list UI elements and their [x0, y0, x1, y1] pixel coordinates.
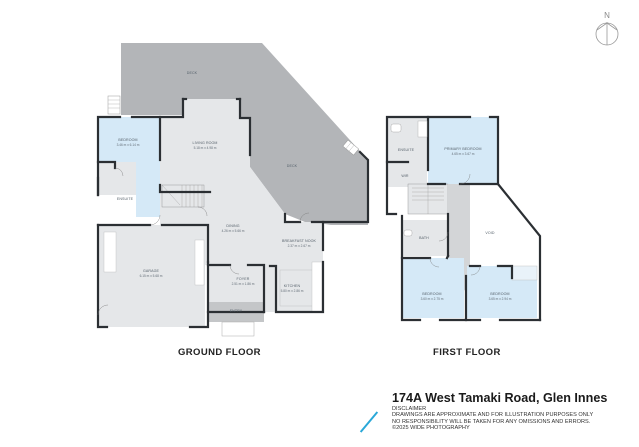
room-label-bedroom-right: BEDROOM	[490, 292, 509, 296]
first-floor-title: FIRST FLOOR	[433, 347, 501, 358]
north-arrow-icon: N	[595, 11, 619, 46]
ensuite-ground	[98, 162, 136, 195]
first-floor-plan: ENSUITE PRIMARY BEDROOM 4.65 m x 3.67 m …	[385, 115, 542, 322]
room-label-entry: ENTRY	[230, 309, 243, 313]
room-dims-breakfast-nook: 2.37 m x 2.67 m	[288, 244, 311, 248]
ground-floor-walls	[96, 97, 370, 329]
room-label-kitchen: KITCHEN	[284, 284, 301, 288]
room-dims-bedroom-right: 3.65 m x 2.94 m	[489, 297, 512, 301]
room-label-garage: GARAGE	[143, 269, 159, 273]
room-label-wir: WIR	[401, 174, 409, 178]
room-dims-kitchen: 5.80 m x 2.86 m	[281, 289, 304, 293]
disclaimer-block: DISCLAIMER DRAWINGS ARE APPROXIMATE AND …	[392, 406, 593, 431]
property-address: 174A West Tamaki Road, Glen Innes	[392, 391, 608, 405]
room-dims-garage: 6.15 m x 5.68 m	[140, 274, 163, 278]
copyright: ©2025 WIDE PHOTOGRAPHY	[392, 424, 470, 431]
bedroom-first-left	[402, 258, 464, 318]
room-dims-foyer: 2.51 m x 1.86 m	[232, 282, 255, 286]
room-label-primary-bedroom: PRIMARY BEDROOM	[444, 147, 481, 151]
ground-floor-plan: DECK DECK BEDROOM 3.46 m x 6.14 m LIVING…	[96, 43, 370, 337]
ground-floor-title: GROUND FLOOR	[178, 347, 261, 358]
deck-area	[121, 43, 368, 225]
room-label-deck-north: DECK	[187, 71, 198, 75]
room-dims-bedroom: 3.46 m x 6.14 m	[117, 143, 140, 147]
room-label-bedroom: BEDROOM	[118, 138, 137, 142]
room-dims-bedroom-left: 3.60 m x 2.75 m	[421, 297, 444, 301]
room-label-bath: BATH	[419, 236, 429, 240]
room-dims-primary-bedroom: 4.65 m x 3.67 m	[452, 152, 475, 156]
room-label-foyer: FOYER	[237, 277, 250, 281]
room-label-breakfast-nook: BREAKFAST NOOK	[282, 239, 317, 243]
disclaimer-line-2: NO RESPONSIBILITY WILL BE TAKEN FOR ANY …	[392, 418, 591, 425]
room-dims-living-room: 5.18 m x 4.98 m	[194, 146, 217, 150]
bath	[402, 220, 448, 256]
north-compass: N	[592, 8, 622, 48]
room-label-ensuite-first: ENSUITE	[398, 148, 415, 152]
first-floor-walls	[385, 115, 542, 322]
room-label-living-room: LIVING ROOM	[192, 141, 217, 145]
disclaimer-line-1: DRAWINGS ARE APPROXIMATE AND FOR ILLUSTR…	[392, 412, 594, 419]
svg-text:N: N	[604, 11, 610, 20]
disclaimer-title: DISCLAIMER	[392, 406, 427, 412]
room-label-bedroom-left: BEDROOM	[422, 292, 441, 296]
room-label-void: VOID	[485, 231, 494, 235]
room-label-dining: DINING	[226, 224, 239, 228]
garage	[99, 225, 205, 327]
room-label-ensuite: ENSUITE	[117, 197, 134, 201]
primary-bedroom	[428, 117, 498, 184]
room-label-deck-east: DECK	[287, 164, 298, 168]
room-dims-dining: 4.26 m x 5.66 m	[222, 229, 245, 233]
void	[470, 184, 535, 264]
